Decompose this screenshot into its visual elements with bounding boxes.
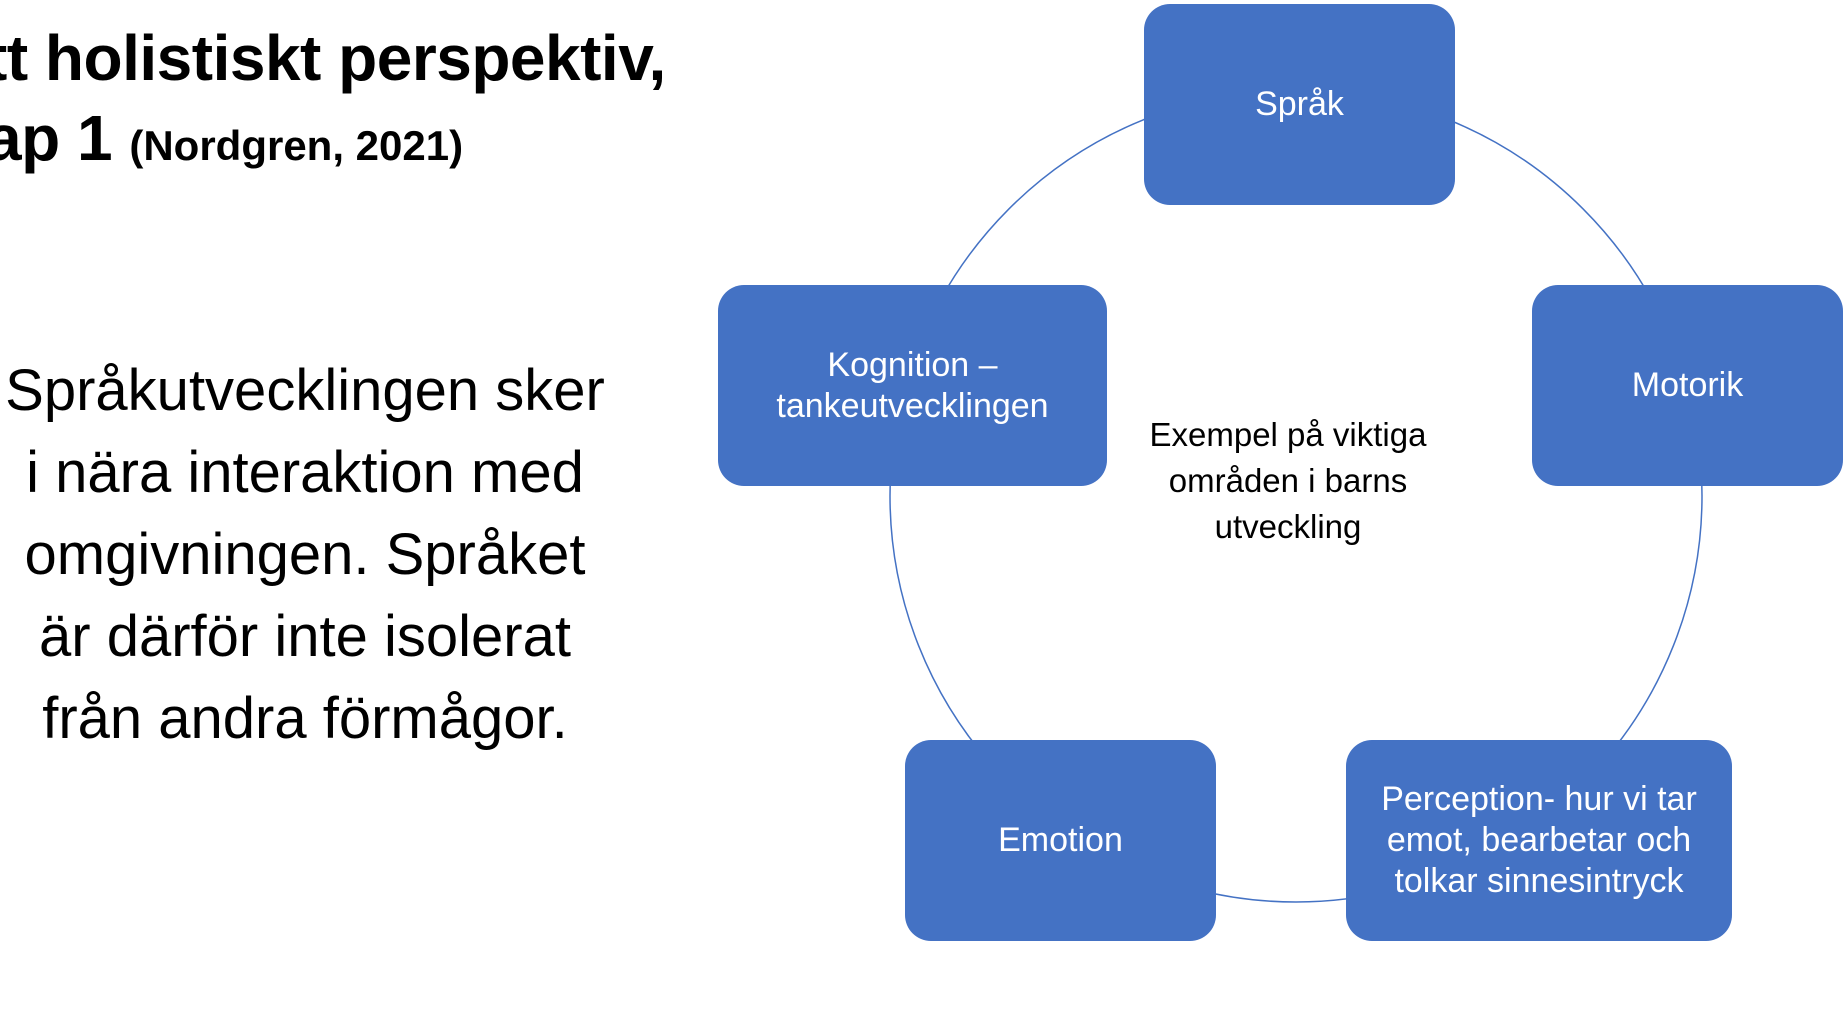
slide-title: tt holistiskt perspektiv, ap 1 (Nordgren… (0, 18, 746, 186)
body-line-5: från andra förmågor. (42, 686, 568, 751)
body-line-3: omgivningen. Språket (24, 522, 586, 587)
title-line-2: ap 1 (Nordgren, 2021) (0, 98, 746, 186)
title-line-1: tt holistiskt perspektiv, (0, 22, 666, 94)
node-kognition: Kognition – tankeutvecklingen (718, 285, 1107, 486)
diagram-center-label: Exempel på viktiga områden i barns utvec… (1149, 416, 1427, 545)
body-text: Språkutvecklingen sker i nära interaktio… (0, 350, 670, 760)
body-line-2: i nära interaktion med (26, 440, 584, 505)
title-chapter: ap 1 (0, 102, 130, 174)
title-citation: (Nordgren, 2021) (129, 122, 464, 169)
node-perception: Perception- hur vi tar emot, bearbetar o… (1346, 740, 1732, 941)
node-motorik: Motorik (1532, 285, 1843, 486)
body-line-1: Språkutvecklingen sker (5, 358, 605, 423)
node-emotion: Emotion (905, 740, 1216, 941)
node-sprak: Språk (1144, 4, 1455, 205)
body-line-4: är därför inte isolerat (39, 604, 571, 669)
